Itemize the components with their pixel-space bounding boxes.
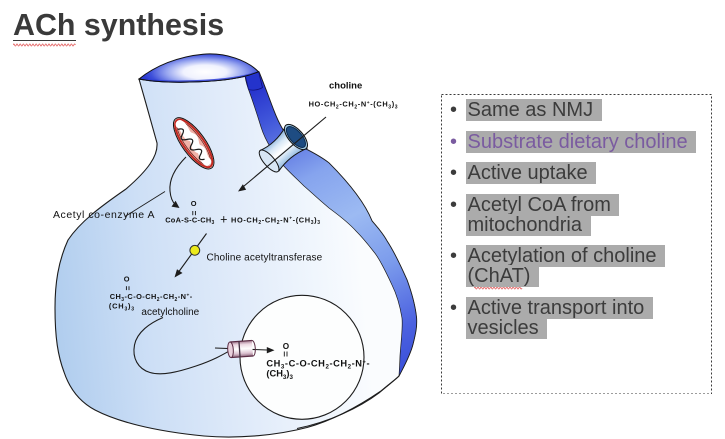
svg-text:CH3-C-O-CH2-CH2-N+-: CH3-C-O-CH2-CH2-N+- [110, 292, 193, 303]
svg-text:Choline acetyltransferase: Choline acetyltransferase [207, 253, 323, 264]
svg-text:+: + [220, 212, 227, 226]
svg-text:(CH3)3: (CH3)3 [266, 369, 293, 381]
svg-text:O: O [191, 199, 197, 208]
svg-text:O: O [283, 342, 290, 351]
svg-text:choline: choline [329, 80, 362, 91]
svg-text:acetylcholine: acetylcholine [141, 307, 199, 318]
svg-text:O: O [124, 275, 130, 284]
svg-text:Acetyl co-enzyme A: Acetyl co-enzyme A [53, 209, 155, 221]
svg-text:CH3-C-O-CH2-CH2-N+-: CH3-C-O-CH2-CH2-N+- [266, 358, 370, 370]
svg-text:HO-CH2-CH2-N+-(CH3)3: HO-CH2-CH2-N+-(CH3)3 [231, 215, 321, 226]
svg-text:HO-CH2-CH2-N+-(CH3)3: HO-CH2-CH2-N+-(CH3)3 [309, 100, 399, 111]
svg-text:(CH3)3: (CH3)3 [109, 302, 135, 313]
svg-text:CoA-S-C-CH3: CoA-S-C-CH3 [165, 215, 214, 226]
